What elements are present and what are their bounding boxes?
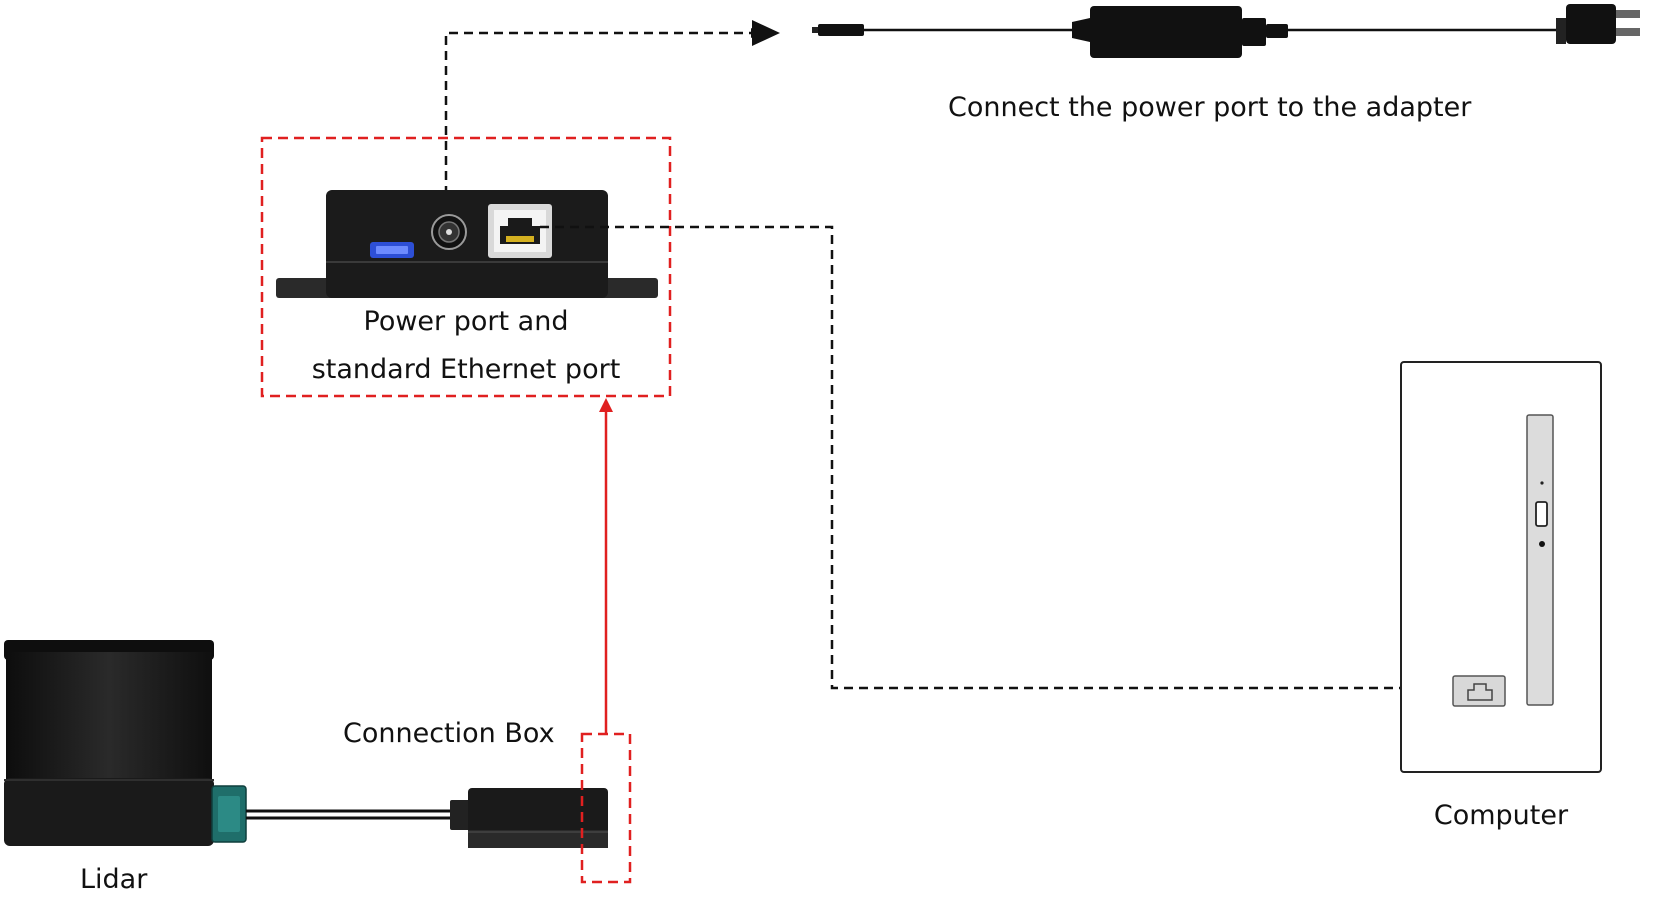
connection-box-label: Connection Box	[343, 718, 555, 749]
lidar-label: Lidar	[80, 864, 148, 895]
computer-tower-icon	[1400, 361, 1602, 773]
adapter-label: Connect the power port to the adapter	[948, 92, 1472, 123]
arrow-head-icon	[752, 20, 780, 46]
connection-box-icon	[450, 788, 608, 848]
computer-label: Computer	[1433, 800, 1569, 831]
ports-label-line1: Power port and	[363, 306, 569, 337]
usb-port-icon	[370, 242, 414, 258]
arrow-head-icon	[599, 398, 613, 412]
connection-box-port-view	[276, 190, 658, 298]
wall-plug-icon	[1556, 4, 1640, 44]
ethernet-port-icon	[488, 204, 552, 258]
ports-label-line2: standard Ethernet port	[311, 354, 621, 385]
dc-power-jack-icon	[431, 214, 467, 250]
lidar-sensor-icon	[4, 640, 247, 846]
ports-highlight-box	[260, 136, 672, 398]
power-adapter-icon	[812, 6, 1558, 58]
power-cable-line	[444, 28, 761, 225]
